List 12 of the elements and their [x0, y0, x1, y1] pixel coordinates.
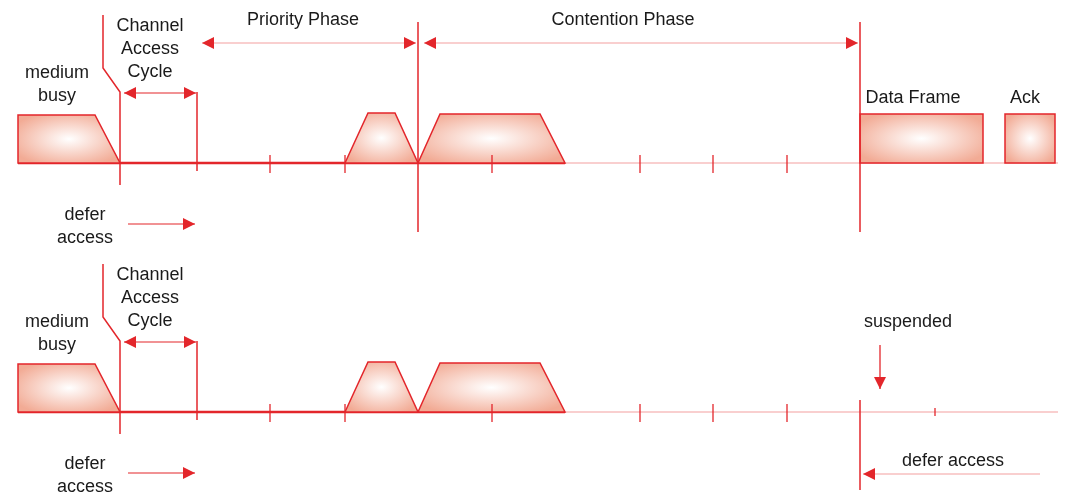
frame-label: Ack: [1009, 86, 1041, 109]
state-label: medium busy: [24, 61, 90, 107]
frame-label: Data Frame: [864, 86, 962, 109]
cycle-label: Channel Access Cycle: [115, 263, 185, 332]
state-label: medium busy: [24, 310, 90, 356]
state-label: defer access: [900, 449, 1006, 472]
phase-label: Contention Phase: [550, 8, 696, 31]
state-label: suspended: [862, 310, 954, 333]
phase-label: Priority Phase: [245, 8, 360, 31]
cycle-label: Channel Access Cycle: [115, 14, 185, 83]
state-label: defer access: [56, 203, 114, 249]
state-label: defer access: [56, 452, 114, 493]
